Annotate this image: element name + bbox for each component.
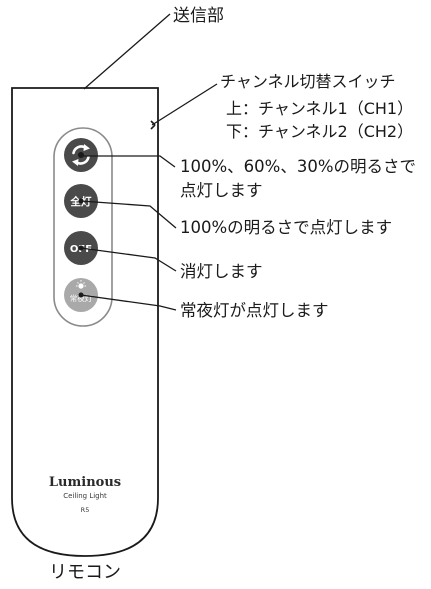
leader-dot-night <box>78 292 84 298</box>
leader-dot-full <box>78 198 84 204</box>
label-channel-switch: チャンネル切替スイッチ <box>220 72 396 91</box>
leader-line-off <box>80 247 177 272</box>
label-full-light: 100%の明るさで点灯します <box>180 218 393 237</box>
leader-line-channel-switch <box>151 83 218 126</box>
leader-line-cycle <box>81 155 176 168</box>
remote-model: R5 <box>81 506 90 514</box>
leader-dot-off <box>78 245 84 251</box>
leader-dot-cycle <box>78 152 84 158</box>
label-cycle-line2: 点灯します <box>180 181 263 200</box>
label-channel-down: 下：チャンネル2（CH2） <box>226 122 414 141</box>
label-cycle-line1: 100%、60%、30%の明るさで <box>180 157 417 176</box>
remote-brand: Luminous <box>49 475 121 490</box>
label-transmitter: 送信部 <box>173 6 224 26</box>
label-off: 消灯します <box>180 262 263 281</box>
cycle-arrows-icon <box>72 144 90 166</box>
night-light-button-label: 常夜灯 <box>70 293 93 303</box>
button-panel <box>53 127 113 327</box>
leader-line-full-light <box>80 200 177 229</box>
remote-subtitle: Ceiling Light <box>63 492 107 500</box>
bulb-icon <box>76 280 86 289</box>
label-night-light: 常夜灯が点灯します <box>180 301 329 320</box>
label-remote-name: リモコン <box>49 562 121 583</box>
leader-line-night-light <box>80 294 177 311</box>
channel-switch-mark[interactable] <box>150 120 156 130</box>
label-channel-up: 上：チャンネル1（CH1） <box>226 99 414 118</box>
leader-line-transmitter <box>83 13 171 90</box>
